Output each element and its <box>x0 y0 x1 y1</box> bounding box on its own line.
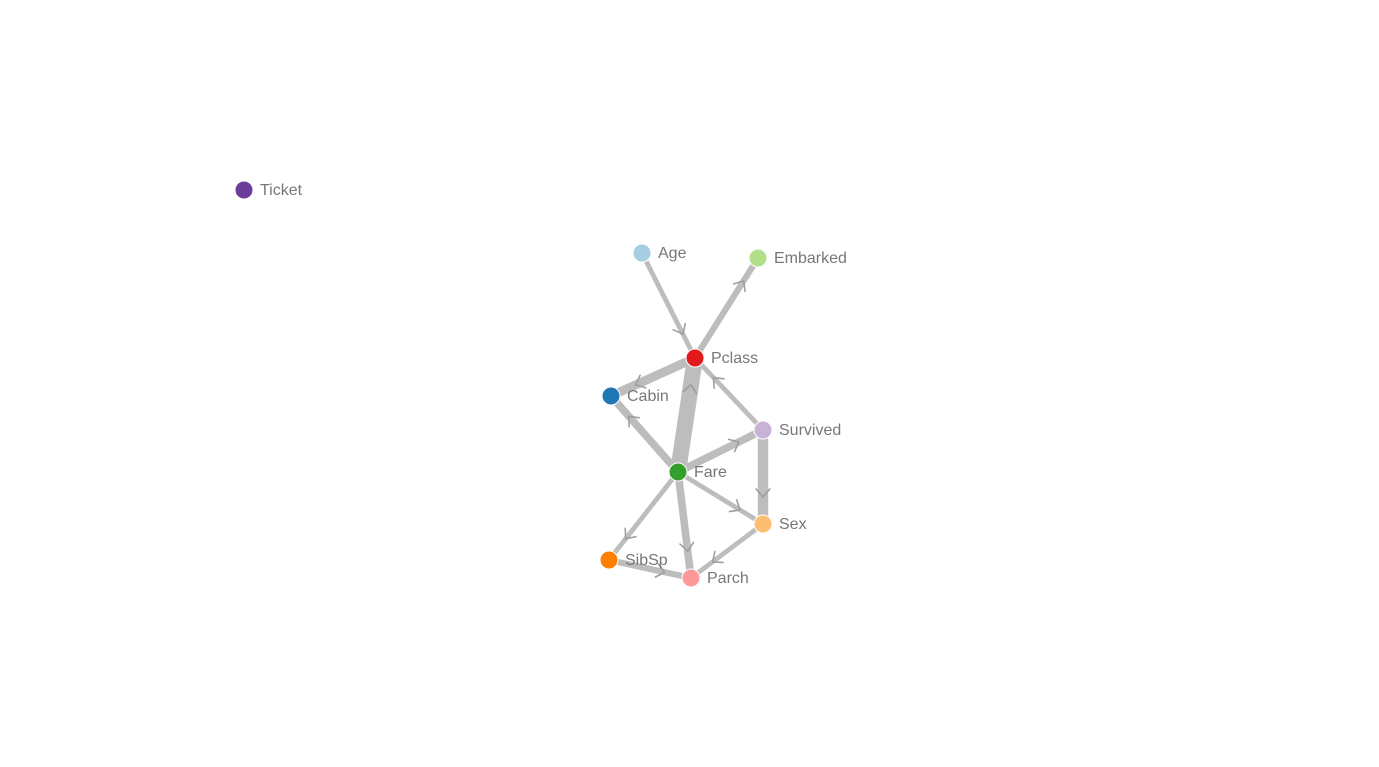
edge-line <box>693 356 765 432</box>
edges-layer <box>607 251 771 582</box>
edge-line <box>676 426 765 476</box>
edge-age-to-pclass <box>639 251 698 360</box>
edge-line <box>676 469 765 527</box>
arrow-head <box>654 563 666 578</box>
edge-sex-to-parch <box>689 522 765 580</box>
arrow-head <box>711 550 724 564</box>
node-circle[interactable] <box>753 514 773 534</box>
edge-fare-to-survived <box>676 426 765 476</box>
arrow-head <box>624 527 637 540</box>
node-label: SibSp <box>625 552 668 569</box>
node-age[interactable]: Age <box>632 243 687 263</box>
edge-line <box>692 256 761 360</box>
node-circle[interactable] <box>668 462 688 482</box>
node-label: Embarked <box>774 250 847 267</box>
node-ticket[interactable]: Ticket <box>234 180 303 200</box>
edge-line <box>639 251 698 360</box>
node-label: Pclass <box>711 350 758 367</box>
node-label: Sex <box>779 516 807 533</box>
node-label: Survived <box>779 422 841 439</box>
arrow-head <box>728 499 741 513</box>
node-sex[interactable]: Sex <box>753 514 807 534</box>
edge-pclass-to-embarked <box>692 256 761 360</box>
node-circle[interactable] <box>753 420 773 440</box>
node-embarked[interactable]: Embarked <box>748 248 847 268</box>
edge-line <box>609 353 697 401</box>
edge-line <box>608 393 681 475</box>
node-label: Fare <box>694 464 727 481</box>
node-label: Cabin <box>627 388 669 405</box>
arrow-head <box>712 376 725 389</box>
edge-pclass-to-cabin <box>609 353 697 401</box>
node-circle[interactable] <box>599 550 619 570</box>
arrow-head <box>727 438 740 453</box>
node-label: Parch <box>707 570 749 587</box>
edge-fare-to-cabin <box>608 393 681 475</box>
node-pclass[interactable]: Pclass <box>685 348 758 368</box>
arrow-head <box>755 488 771 498</box>
node-label: Age <box>658 245 687 262</box>
node-circle[interactable] <box>234 180 254 200</box>
edge-line <box>607 470 680 562</box>
node-circle[interactable] <box>685 348 705 368</box>
node-circle[interactable] <box>601 386 621 406</box>
node-circle[interactable] <box>681 568 701 588</box>
arrow-head <box>682 383 698 395</box>
node-survived[interactable]: Survived <box>753 420 841 440</box>
edge-fare-to-sex <box>676 469 765 527</box>
arrow-head <box>679 541 695 553</box>
edge-sibsp-to-parch <box>608 556 692 582</box>
node-fare[interactable]: Fare <box>668 462 727 482</box>
edge-fare-to-pclass <box>670 356 703 474</box>
edge-line <box>670 356 703 474</box>
edge-survived-to-pclass <box>693 356 765 432</box>
node-circle[interactable] <box>632 243 652 263</box>
edge-fare-to-sibsp <box>607 470 680 562</box>
arrow-head <box>672 322 687 335</box>
node-parch[interactable]: Parch <box>681 568 749 588</box>
arrow-head <box>628 415 641 428</box>
edge-survived-to-sex <box>755 430 771 524</box>
arrow-head <box>634 374 647 389</box>
node-circle[interactable] <box>748 248 768 268</box>
node-cabin[interactable]: Cabin <box>601 386 669 406</box>
edge-line <box>674 471 695 579</box>
arrow-head <box>732 280 746 293</box>
edge-line <box>689 522 765 580</box>
node-label: Ticket <box>260 182 303 199</box>
edge-fare-to-parch <box>674 471 695 579</box>
node-sibsp[interactable]: SibSp <box>599 550 668 570</box>
edge-line <box>608 556 692 582</box>
